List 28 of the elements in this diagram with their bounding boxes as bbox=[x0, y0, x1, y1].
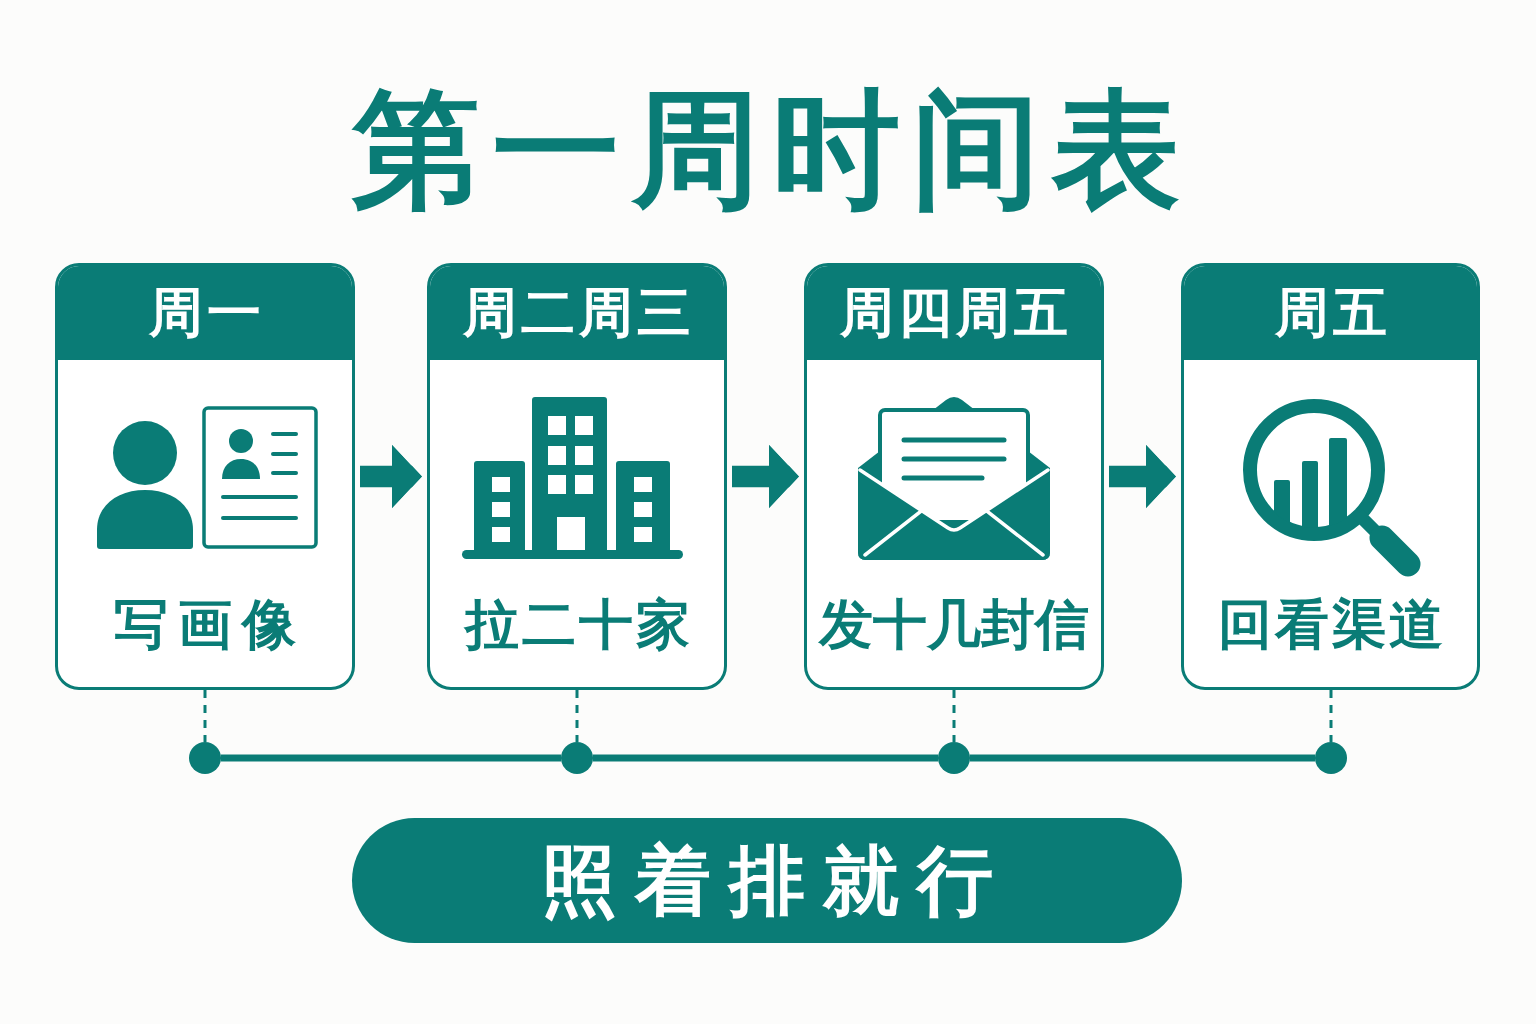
step-label: 写画像 bbox=[113, 595, 306, 655]
timeline-dot bbox=[189, 742, 221, 774]
card-header: 周五 bbox=[1184, 266, 1477, 360]
arrow bbox=[360, 444, 422, 509]
timeline-dot bbox=[938, 742, 970, 774]
dashed-line bbox=[203, 690, 207, 742]
timeline-dot bbox=[561, 742, 593, 774]
dashed-line bbox=[952, 690, 956, 742]
line bbox=[970, 754, 1315, 762]
card-header: 周一 bbox=[58, 266, 352, 360]
step-card bbox=[1181, 263, 1480, 690]
arrow bbox=[1109, 444, 1176, 509]
step-label: 发十几封信 bbox=[819, 595, 1089, 655]
card-header: 周四周五 bbox=[807, 266, 1101, 360]
line bbox=[221, 754, 561, 762]
dashed-line bbox=[575, 690, 579, 742]
step-card bbox=[804, 263, 1104, 690]
step-label: 拉二十家 bbox=[463, 595, 693, 655]
arrow bbox=[732, 444, 799, 509]
line bbox=[593, 754, 938, 762]
card-header: 周二周三 bbox=[430, 266, 724, 360]
step-card bbox=[55, 263, 355, 690]
step-label: 回看渠道 bbox=[1217, 595, 1446, 655]
step-card bbox=[427, 263, 727, 690]
dashed-line bbox=[1329, 690, 1333, 742]
title: 第一周时间表 bbox=[350, 86, 1192, 214]
pill-banner: 照着排就行 bbox=[352, 818, 1182, 943]
timeline-dot bbox=[1315, 742, 1347, 774]
